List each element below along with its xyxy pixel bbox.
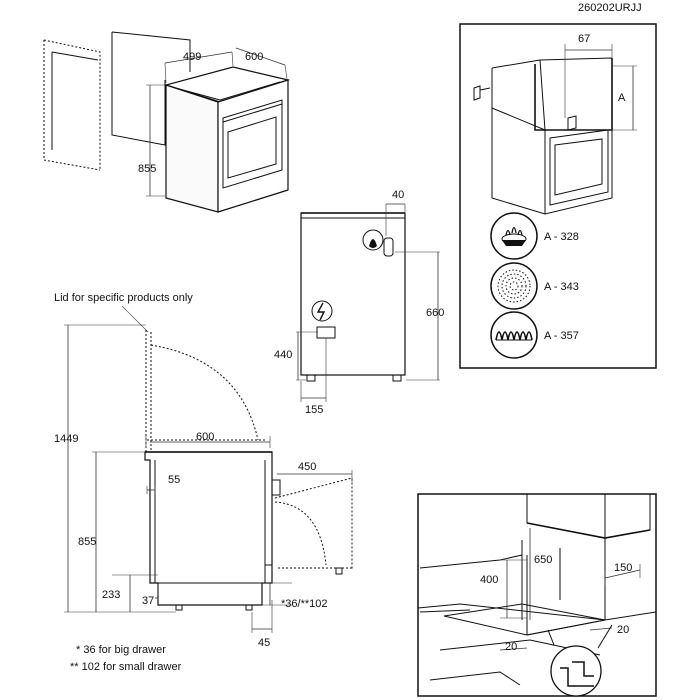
side-dim-440: 440 <box>274 349 292 361</box>
lid-dim-1449: 1449 <box>54 433 78 445</box>
install-dim-400: 400 <box>480 574 498 586</box>
side-dim-660: 660 <box>426 307 444 319</box>
gas-connection-icon <box>362 229 384 251</box>
lid-caption: Lid for specific products only <box>54 292 193 304</box>
burner-dim-a: A <box>618 92 626 104</box>
coil-hob-icon <box>490 311 538 359</box>
burner-type-label: A - 343 <box>544 281 579 293</box>
install-dim-20-left: 20 <box>505 641 517 653</box>
document-code: 260202URJJ <box>578 2 642 14</box>
burner-dim-67: 67 <box>578 33 590 45</box>
side-view-figure: 40 660 440 155 <box>274 189 444 416</box>
electrical-connection-icon <box>311 300 333 322</box>
overview-dim-600: 600 <box>245 51 263 63</box>
install-dim-20-right: 20 <box>617 624 629 636</box>
detail-magnifier <box>550 645 602 697</box>
lid-dim-855: 855 <box>78 536 96 548</box>
footnote-small-drawer: ** 102 for small drawer <box>70 661 182 673</box>
side-dim-40: 40 <box>392 189 404 201</box>
side-dim-155: 155 <box>305 404 323 416</box>
footnote-big-drawer: * 36 for big drawer <box>76 644 166 656</box>
overview-dim-499: 499 <box>183 51 201 63</box>
lid-dim-45: 45 <box>258 637 270 649</box>
burner-clearance-panel: 67 A A - 328 A - 343 A - 357 <box>459 23 657 369</box>
lid-dim-36-102: *36/**102 <box>281 598 328 610</box>
lid-dim-233: 233 <box>102 589 120 601</box>
lid-dim-37: 37 <box>142 595 154 607</box>
lid-dim-450: 450 <box>298 461 316 473</box>
install-dim-650: 650 <box>534 554 552 566</box>
burner-type-label: A - 357 <box>544 330 579 342</box>
lid-dim-55: 55 <box>168 474 180 486</box>
gas-burner-icon <box>490 212 538 260</box>
install-dim-150: 150 <box>614 562 632 574</box>
lid-clearance-figure: Lid for specific products only <box>54 292 353 649</box>
overview-dim-855: 855 <box>138 163 156 175</box>
radiant-hob-icon <box>490 262 538 310</box>
burner-type-label: A - 328 <box>544 231 579 243</box>
worktop-installation-panel: 650 400 150 20 20 <box>417 493 657 697</box>
overview-figure: 499 600 855 <box>43 31 291 213</box>
lid-dim-600: 600 <box>196 431 214 443</box>
